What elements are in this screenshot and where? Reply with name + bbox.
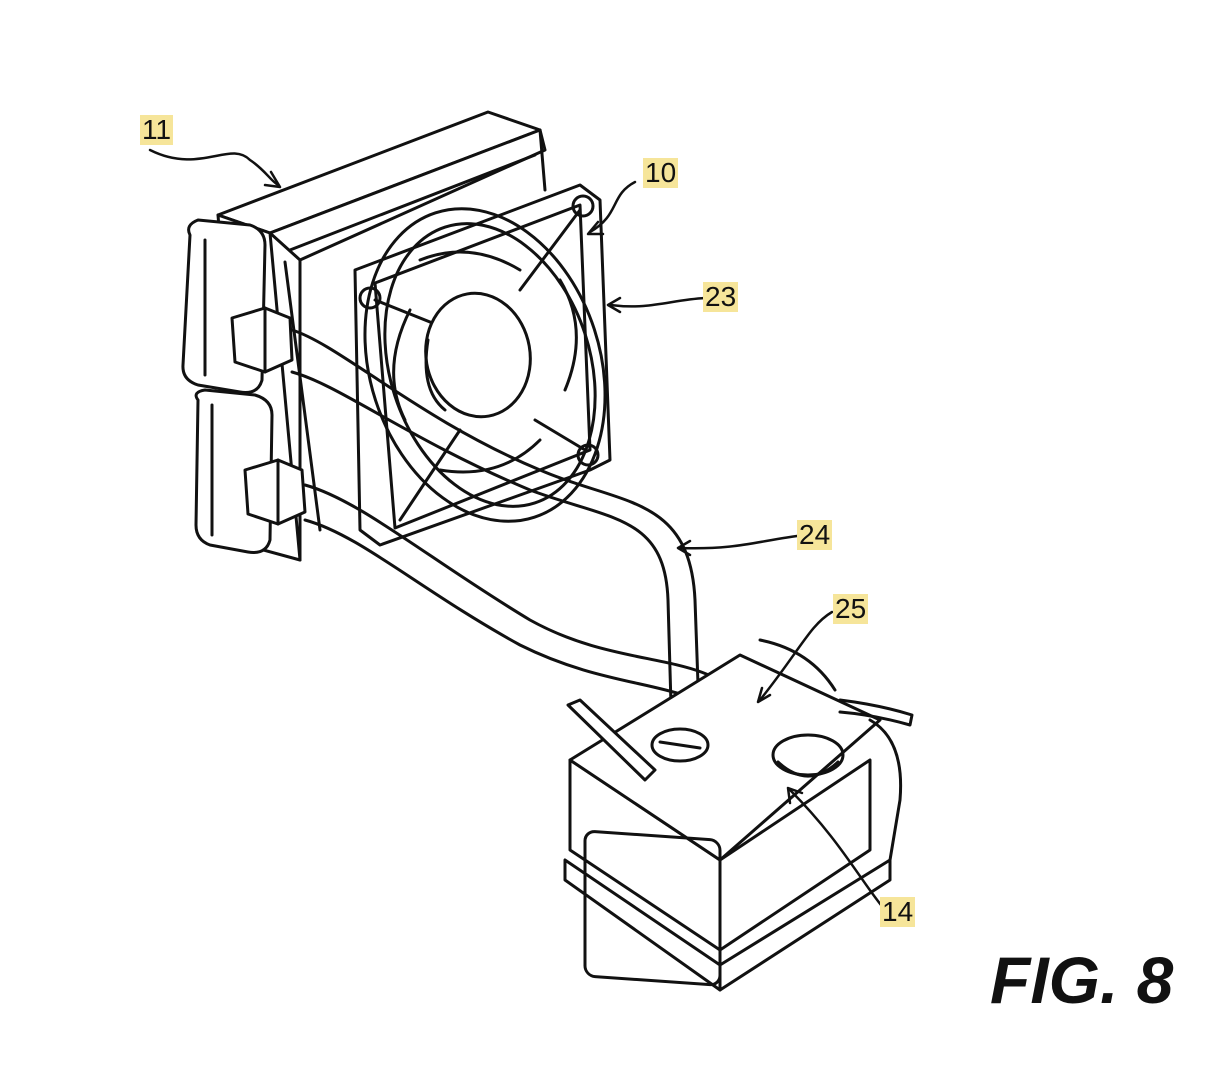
radiator	[181, 110, 547, 562]
label-fan-hub: 23	[703, 281, 739, 312]
leader-lines	[148, 148, 887, 912]
label-pump-block: 14	[880, 896, 916, 927]
label-tubing: 24	[797, 519, 833, 550]
fan	[353, 183, 612, 547]
radiator-fittings	[230, 306, 307, 526]
label-fan: 10	[643, 157, 679, 188]
fan-hub	[424, 291, 532, 419]
pump-block	[563, 638, 914, 992]
label-radiator: 11	[140, 114, 174, 145]
label-pump-tube-fitting: 25	[833, 593, 869, 624]
figure-title: FIG. 8	[990, 943, 1174, 1017]
